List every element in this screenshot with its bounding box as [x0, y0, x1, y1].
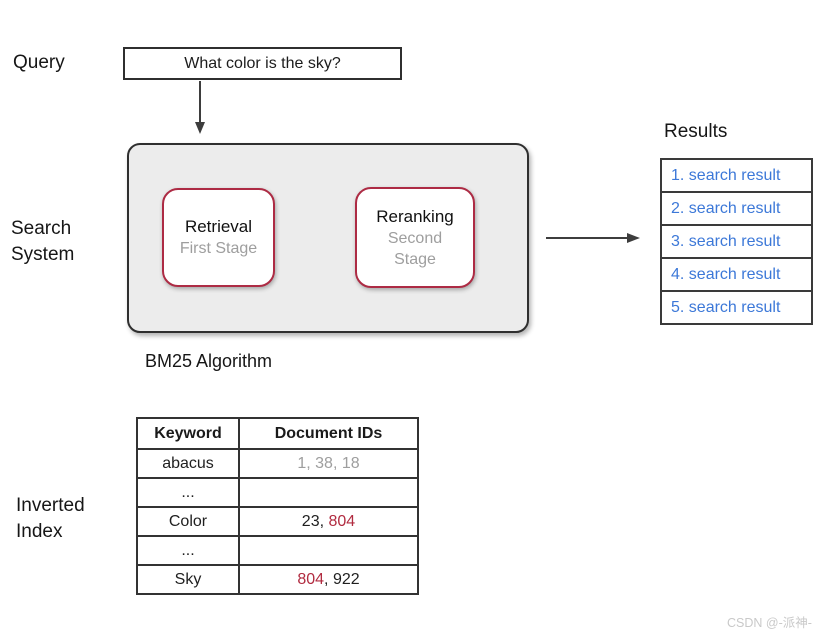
- reranking-box: Reranking Second Stage: [355, 187, 475, 288]
- table-row: ...: [136, 477, 419, 508]
- table-row: Sky 804, 922: [136, 564, 419, 595]
- search-system-label: Search System: [11, 216, 74, 268]
- document-id-part: 1, 38, 18: [297, 454, 360, 472]
- search-result-text: 3. search result: [671, 232, 781, 250]
- search-result-text: 1. search result: [671, 166, 781, 184]
- search-result-item: 3. search result: [660, 224, 813, 259]
- reranking-subtitle: Second Stage: [387, 229, 443, 268]
- query-label: Query: [13, 52, 65, 73]
- search-system-label-line1: Search: [11, 218, 72, 239]
- table-row: Color 23, 804: [136, 506, 419, 537]
- csdn-watermark: CSDN @-派神-: [727, 616, 812, 630]
- keyword-cell: Color: [136, 506, 240, 537]
- search-system-label-line2: System: [11, 244, 75, 265]
- inverted-index-label: Inverted Index: [16, 493, 85, 545]
- document-id-part-highlighted: 804: [297, 570, 325, 588]
- arrow-right-icon: [546, 233, 640, 243]
- keyword-cell: Sky: [136, 564, 240, 595]
- retrieval-box: Retrieval First Stage: [162, 188, 275, 287]
- table-header-row: Keyword Document IDs: [136, 417, 419, 450]
- search-result-item: 2. search result: [660, 191, 813, 226]
- retrieval-subtitle: First Stage: [179, 240, 258, 257]
- table-row: ...: [136, 535, 419, 566]
- document-ids-cell: 804, 922: [238, 564, 419, 595]
- retrieval-title: Retrieval: [184, 217, 253, 236]
- arrow-down-icon: [195, 81, 205, 134]
- bm25-algorithm-label: BM25 Algorithm: [145, 351, 273, 371]
- document-id-part: 23,: [301, 512, 329, 530]
- document-ids-cell: [238, 477, 419, 508]
- search-result-item: 5. search result: [660, 290, 813, 325]
- search-result-text: 2. search result: [671, 199, 781, 217]
- search-result-item: 1. search result: [660, 158, 813, 193]
- query-box: What color is the sky?: [123, 47, 402, 80]
- inverted-index-label-line2: Index: [16, 521, 63, 542]
- keyword-cell: ...: [136, 477, 240, 508]
- reranking-title: Reranking: [376, 206, 454, 226]
- inverted-index-table: Keyword Document IDs abacus 1, 38, 18 ..…: [136, 417, 419, 595]
- document-id-part: , 922: [324, 570, 360, 588]
- search-result-item: 4. search result: [660, 257, 813, 292]
- keyword-cell: abacus: [136, 448, 240, 479]
- results-list: 1. search result 2. search result 3. sea…: [660, 158, 813, 325]
- inverted-index-label-line1: Inverted: [16, 495, 85, 516]
- keyword-cell: ...: [136, 535, 240, 566]
- search-result-text: 4. search result: [671, 265, 781, 283]
- document-ids-cell: 23, 804: [238, 506, 419, 537]
- document-id-part-highlighted: 804: [328, 512, 356, 530]
- results-label: Results: [664, 121, 728, 142]
- document-ids-column-header: Document IDs: [238, 417, 419, 450]
- search-result-text: 5. search result: [671, 298, 781, 316]
- keyword-column-header: Keyword: [136, 417, 240, 450]
- query-text: What color is the sky?: [184, 54, 341, 72]
- table-row: abacus 1, 38, 18: [136, 448, 419, 479]
- document-ids-cell: [238, 535, 419, 566]
- document-ids-cell: 1, 38, 18: [238, 448, 419, 479]
